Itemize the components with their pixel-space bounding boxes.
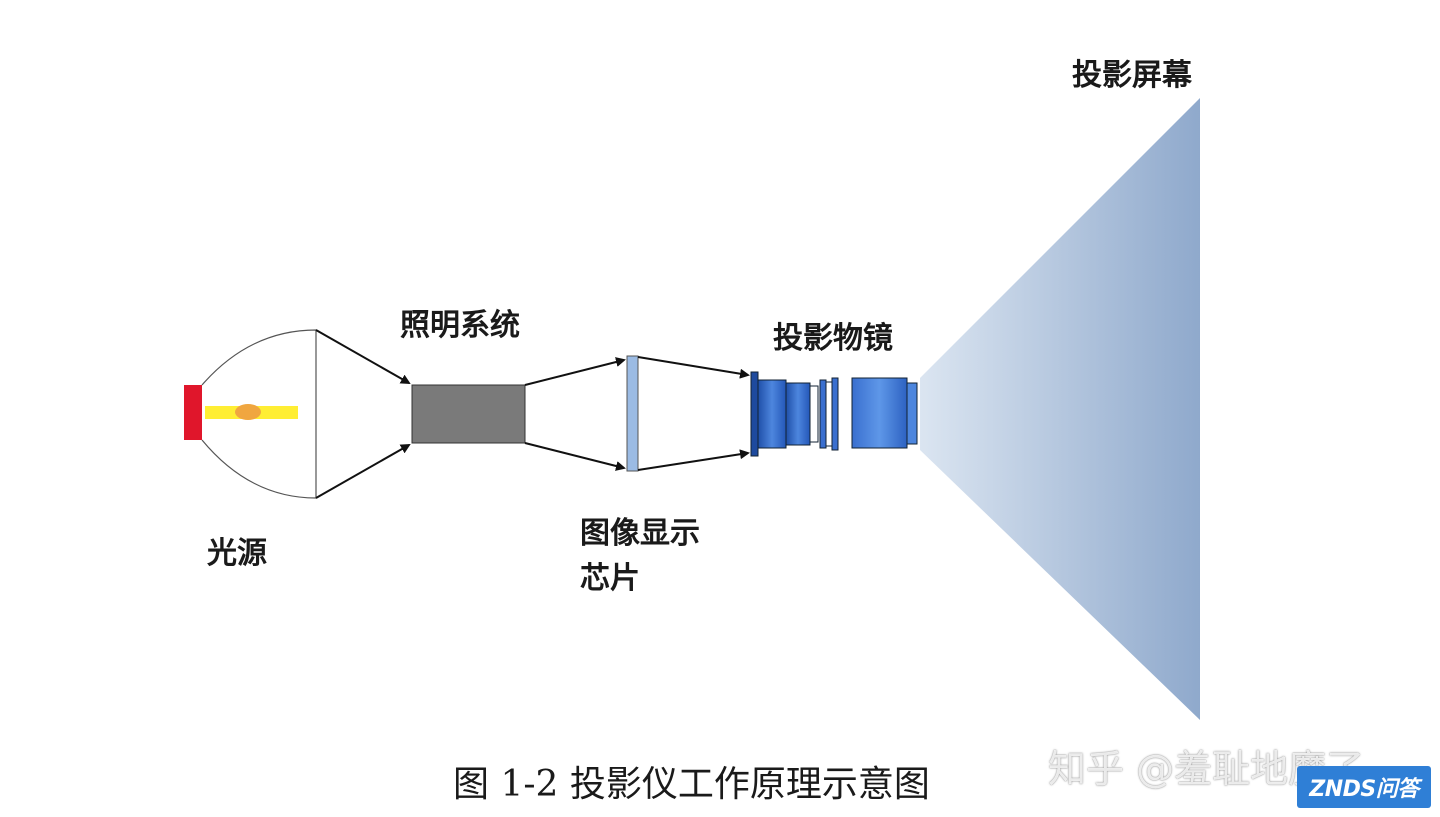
- lens-element-icon: [831, 377, 839, 451]
- label-display-chip-line2: 芯片: [580, 561, 640, 596]
- arrow-lamp-to-illumination-bottom: [315, 444, 411, 499]
- light-source: [184, 329, 317, 499]
- arrow-illumination-to-chip-bottom: [524, 442, 626, 471]
- display-chip: [626, 355, 639, 472]
- figure-caption: 图 1-2 投影仪工作原理示意图: [453, 764, 930, 805]
- arrow-chip-to-lens-top: [637, 356, 750, 379]
- lens-element-icon: [819, 379, 827, 449]
- label-display-chip-line1: 图像显示: [580, 516, 700, 551]
- illumination-system-block: [411, 384, 526, 444]
- lens-element-icon: [750, 371, 759, 457]
- projection-screen-beam: [920, 98, 1200, 720]
- label-projection-screen: 投影屏幕: [1072, 58, 1192, 93]
- lens-element-icon: [757, 379, 787, 449]
- znds-badge[interactable]: ZNDS问答: [1297, 766, 1431, 808]
- arrow-illumination-to-chip-top: [524, 357, 626, 386]
- lens-element-icon: [809, 385, 819, 443]
- filament: [235, 404, 261, 420]
- arrow-chip-to-lens-bottom: [637, 449, 750, 471]
- projection-lens: [750, 371, 918, 457]
- znds-badge-label: ZNDS问答: [1309, 777, 1419, 802]
- label-illumination-system: 照明系统: [400, 308, 520, 343]
- lens-element-icon: [906, 382, 918, 445]
- label-projection-lens: 投影物镜: [773, 321, 893, 356]
- lens-element-icon: [825, 381, 833, 447]
- reflector-base: [184, 385, 202, 440]
- lens-element-icon: [785, 382, 811, 446]
- lens-element-icon: [851, 377, 908, 449]
- arrow-lamp-to-illumination-top: [315, 329, 411, 384]
- label-light-source: 光源: [207, 536, 267, 571]
